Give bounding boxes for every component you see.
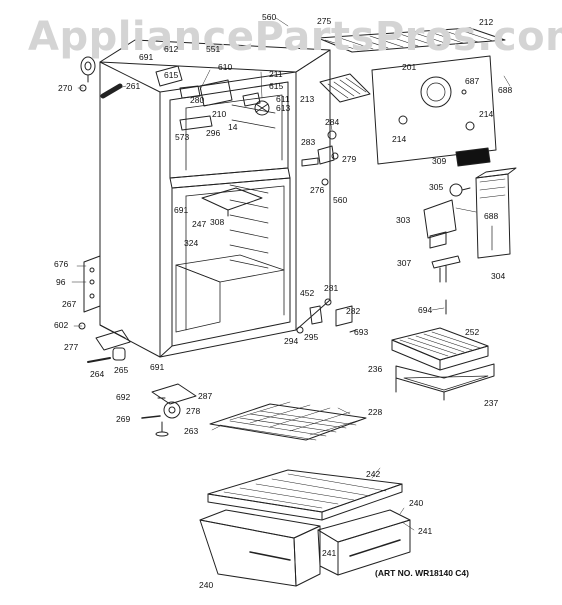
part-label: 287	[198, 391, 213, 401]
part-label: 267	[62, 299, 77, 309]
part-label: 304	[491, 271, 506, 281]
part-label: 263	[184, 426, 199, 436]
crisper-cover	[391, 327, 495, 401]
mounting-bracket	[431, 255, 461, 283]
wire-shelf	[209, 401, 367, 441]
part-label: 281	[324, 283, 339, 293]
roller-assembly	[87, 347, 126, 363]
part-label: 303	[396, 215, 411, 225]
leveling-knob	[79, 56, 96, 92]
part-label: 201	[402, 62, 417, 72]
refrigerator-cabinet	[99, 39, 331, 358]
part-label: 452	[300, 288, 315, 298]
part-label: 284	[325, 117, 340, 127]
part-label: 687	[465, 76, 480, 86]
hinge-assembly	[301, 130, 339, 186]
air-duct	[475, 167, 517, 259]
part-label: 96	[56, 277, 66, 287]
part-label: 264	[90, 369, 105, 379]
part-label: 241	[322, 548, 337, 558]
part-label: 210	[212, 109, 227, 119]
part-label: 688	[498, 85, 513, 95]
cabinet-handle	[100, 83, 123, 99]
mullion-shelf	[201, 187, 263, 211]
part-label: 305	[429, 182, 444, 192]
part-label: 252	[465, 327, 480, 337]
part-label: 240	[199, 580, 214, 590]
part-label: 307	[397, 258, 412, 268]
art-number: (ART NO. WR18140 C4)	[375, 568, 469, 578]
part-label: 295	[304, 332, 319, 342]
freezer-back-panel	[371, 55, 497, 165]
part-label: 214	[479, 109, 494, 119]
part-label: 240	[409, 498, 424, 508]
part-label: 615	[164, 70, 179, 80]
part-label: 280	[190, 95, 205, 105]
part-label: 573	[175, 132, 190, 142]
part-label: 270	[58, 83, 73, 93]
ice-tray	[319, 73, 371, 103]
part-label: 688	[484, 211, 499, 221]
part-label: 265	[114, 365, 129, 375]
part-label: 324	[184, 238, 199, 248]
part-label: 237	[484, 398, 499, 408]
part-label: 613	[276, 103, 291, 113]
part-label: 214	[392, 134, 407, 144]
part-label: 236	[368, 364, 383, 374]
crisper-drawer-left	[199, 509, 321, 587]
part-label: 615	[269, 81, 284, 91]
part-label: 611	[276, 94, 290, 104]
part-label: 691	[139, 52, 154, 62]
part-label: 694	[418, 305, 433, 315]
part-label: 693	[354, 327, 369, 337]
part-label: 213	[300, 94, 315, 104]
part-label: 212	[479, 17, 494, 27]
nameplate	[455, 147, 491, 167]
part-label: 551	[206, 44, 221, 54]
part-label: 269	[116, 414, 131, 424]
part-label: 612	[164, 44, 179, 54]
part-label: 308	[210, 217, 225, 227]
part-label: 247	[192, 219, 207, 229]
glass-shelf	[207, 469, 403, 521]
part-label: 242	[366, 469, 381, 479]
part-label: 279	[342, 154, 357, 164]
part-label: 261	[126, 81, 141, 91]
front-leveler-parts	[141, 383, 197, 437]
freezer-shelf	[317, 27, 506, 53]
part-label: 692	[116, 392, 131, 402]
part-label: 282	[346, 306, 361, 316]
part-label: 277	[64, 342, 79, 352]
part-label: 14	[228, 122, 238, 132]
part-label: 309	[432, 156, 447, 166]
leader-lines	[71, 17, 511, 531]
part-label: 276	[310, 185, 325, 195]
part-label: 676	[54, 259, 69, 269]
part-label: 275	[317, 16, 332, 26]
part-label: 610	[218, 62, 233, 72]
thermostat-housing	[155, 65, 270, 131]
part-label: 691	[150, 362, 165, 372]
part-label: 283	[301, 137, 316, 147]
part-label: 560	[262, 12, 277, 22]
right-hardware	[296, 298, 357, 334]
damper-knob	[449, 183, 471, 197]
part-label: 211	[269, 69, 283, 79]
part-label: 560	[333, 195, 348, 205]
part-label: 602	[54, 320, 69, 330]
left-hinge-plate	[83, 255, 101, 313]
part-label: 241	[418, 526, 433, 536]
part-label: 296	[206, 128, 221, 138]
control-bracket	[423, 199, 457, 249]
part-label: 691	[174, 205, 189, 215]
part-label: 278	[186, 406, 201, 416]
crisper-drawer-right	[317, 509, 411, 576]
part-label: 228	[368, 407, 383, 417]
part-label: 294	[284, 336, 299, 346]
